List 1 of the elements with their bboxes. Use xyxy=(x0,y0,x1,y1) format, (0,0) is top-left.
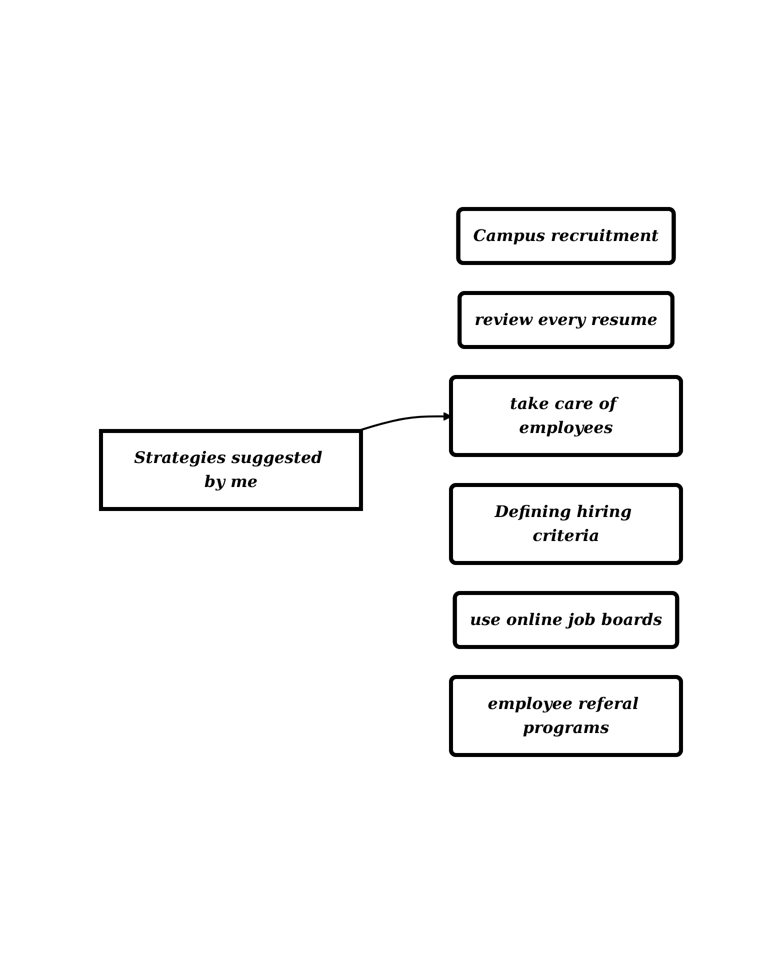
node-box: Strategies suggested by me xyxy=(99,429,363,511)
